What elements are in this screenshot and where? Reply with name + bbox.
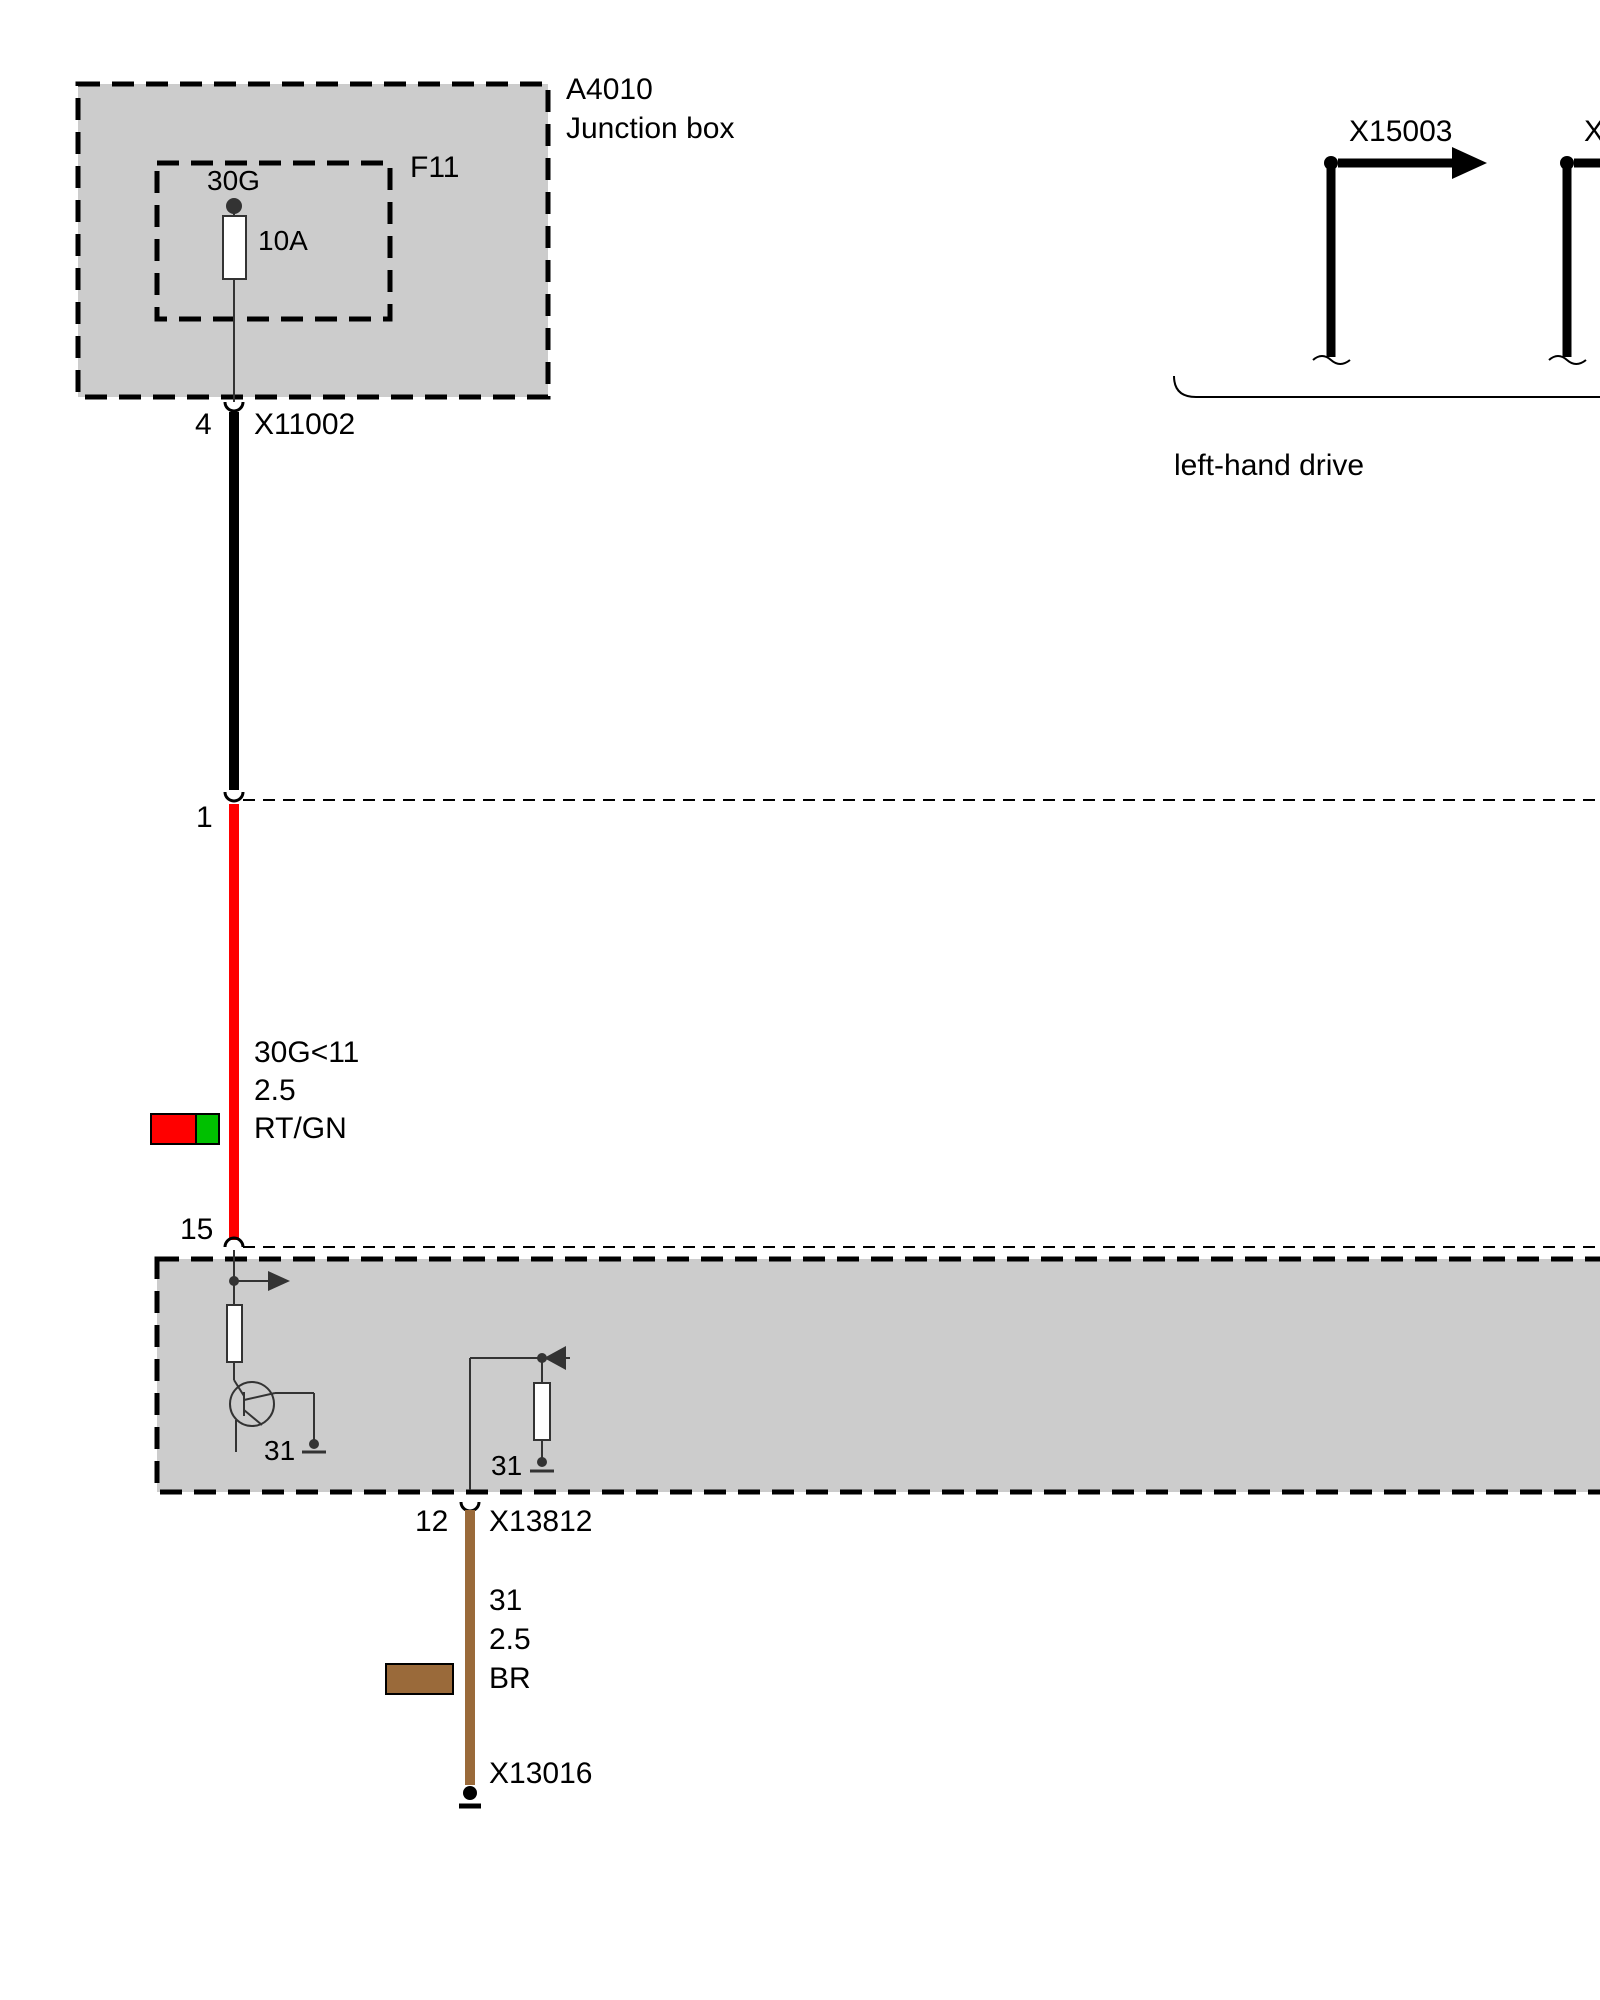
variant-bracket xyxy=(1173,375,1600,398)
wire-brown-signal: 31 xyxy=(489,1584,522,1617)
control-module xyxy=(154,1256,1600,1495)
junction-box xyxy=(75,81,551,400)
connector-middle-pin: 1 xyxy=(196,801,213,834)
wire-brown-gauge: 2.5 xyxy=(489,1623,531,1656)
connector-top-pin: 4 xyxy=(195,408,212,441)
variant-note: left-hand drive xyxy=(1174,449,1364,482)
wire-brown-swatch xyxy=(385,1663,454,1695)
module-ground-label-1: 31 xyxy=(264,1435,295,1466)
fuse-box xyxy=(154,160,393,322)
ground-point xyxy=(463,1786,477,1800)
variant-connector-1: X15003 xyxy=(1349,115,1452,148)
arrow-right-icon xyxy=(1452,147,1487,179)
connector-top-label: X11002 xyxy=(254,408,355,441)
module-resistor-1 xyxy=(226,1304,243,1363)
fuse-id: F11 xyxy=(410,151,459,184)
wire-red-swatch-primary xyxy=(150,1113,197,1145)
arrow-left-icon xyxy=(544,1346,566,1370)
wire-red-color-code: RT/GN xyxy=(254,1112,347,1145)
wire-red-signal: 30G<11 xyxy=(254,1036,359,1069)
wire-brown-color-code: BR xyxy=(489,1662,531,1695)
connector-pin15-symbol xyxy=(223,1236,245,1248)
connector-bottom-pin: 12 xyxy=(415,1505,448,1538)
arrow-right-icon xyxy=(268,1271,290,1291)
connector-bottom-label: X13812 xyxy=(489,1505,592,1538)
fuse-element xyxy=(222,215,247,280)
module-ground-label-2: 31 xyxy=(491,1450,522,1481)
fuse-rating: 10A xyxy=(258,225,308,256)
connector-lower-pin: 15 xyxy=(180,1213,213,1246)
wire-red-swatch-secondary xyxy=(195,1113,220,1145)
wire-red-gauge: 2.5 xyxy=(254,1074,296,1107)
connector-pin1-symbol xyxy=(223,791,245,803)
connector-x11002-symbol xyxy=(223,401,245,413)
transistor-icon xyxy=(229,1381,275,1427)
fuse-terminal: 30G xyxy=(207,165,260,196)
connector-x13812-symbol xyxy=(459,1501,481,1513)
module-resistor-2 xyxy=(533,1382,551,1441)
junction-box-id: A4010 xyxy=(566,73,653,106)
ground-connector-label: X13016 xyxy=(489,1757,592,1790)
variant-connector-2: X xyxy=(1584,115,1600,148)
junction-box-name: Junction box xyxy=(566,112,734,145)
